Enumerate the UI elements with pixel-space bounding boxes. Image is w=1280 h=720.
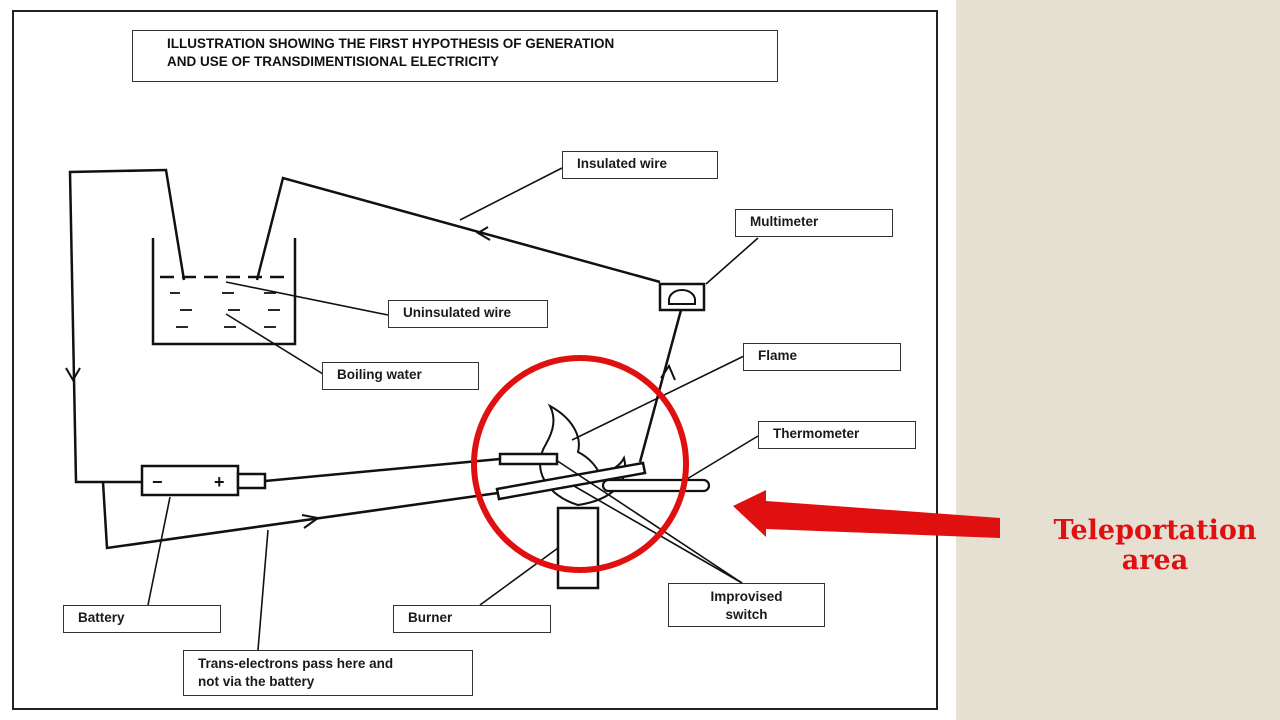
side-panel xyxy=(956,0,1280,720)
teleportation-circle xyxy=(471,355,689,573)
arrow-return-wire xyxy=(301,514,321,529)
diagram-frame xyxy=(12,10,938,710)
flow-arrows xyxy=(65,226,676,529)
beaker xyxy=(151,238,297,346)
label-uninsulated-wire: Uninsulated wire xyxy=(388,300,548,328)
improvised-switch-line-1: Improvised xyxy=(710,589,783,604)
label-boiling-water: Boiling water xyxy=(322,362,479,390)
teleportation-line-1: Teleportation xyxy=(1053,515,1257,546)
wire-battery-to-switch xyxy=(264,457,501,483)
leader-lines xyxy=(147,167,759,651)
circuit-wires xyxy=(68,168,683,550)
title-line-2: AND USE OF TRANSDIMENTISIONAL ELECTRICIT… xyxy=(167,54,500,69)
label-trans-electrons: Trans-electrons pass here and not via th… xyxy=(183,650,473,696)
battery-minus-sign: − xyxy=(152,472,163,492)
battery-plus-sign: + xyxy=(214,472,225,492)
teleportation-arrow xyxy=(733,490,1000,538)
trans-electrons-line-2: not via the battery xyxy=(198,674,315,689)
arrow-left-wire xyxy=(65,367,81,382)
burner-device xyxy=(556,506,600,590)
label-insulated-wire: Insulated wire xyxy=(562,151,718,179)
label-burner: Burner xyxy=(393,605,551,633)
teleportation-label: Teleportation area xyxy=(1030,516,1280,576)
improvised-switch-device xyxy=(495,452,647,501)
title-line-1: ILLUSTRATION SHOWING THE FIRST HYPOTHESI… xyxy=(167,36,615,51)
wire-right-from-water xyxy=(255,176,661,284)
diagram-title: ILLUSTRATION SHOWING THE FIRST HYPOTHESI… xyxy=(132,30,778,82)
teleportation-line-2: area xyxy=(1121,545,1189,576)
wire-left-loop xyxy=(68,168,186,484)
battery-device xyxy=(140,464,267,497)
thermometer-device xyxy=(601,478,711,493)
improvised-switch-line-2: switch xyxy=(725,607,768,622)
label-thermometer: Thermometer xyxy=(758,421,916,449)
water-dashes xyxy=(170,292,280,328)
arrow-rising-wire xyxy=(660,363,676,381)
label-flame: Flame xyxy=(743,343,901,371)
label-improvised-switch: Improvised switch xyxy=(668,583,825,627)
label-multimeter: Multimeter xyxy=(735,209,893,237)
multimeter-device xyxy=(658,282,706,312)
trans-electrons-line-1: Trans-electrons pass here and xyxy=(198,656,394,671)
wire-to-thermometer xyxy=(638,309,683,463)
arrow-top-wire xyxy=(476,226,491,241)
wire-return xyxy=(101,481,506,550)
label-battery: Battery xyxy=(63,605,221,633)
